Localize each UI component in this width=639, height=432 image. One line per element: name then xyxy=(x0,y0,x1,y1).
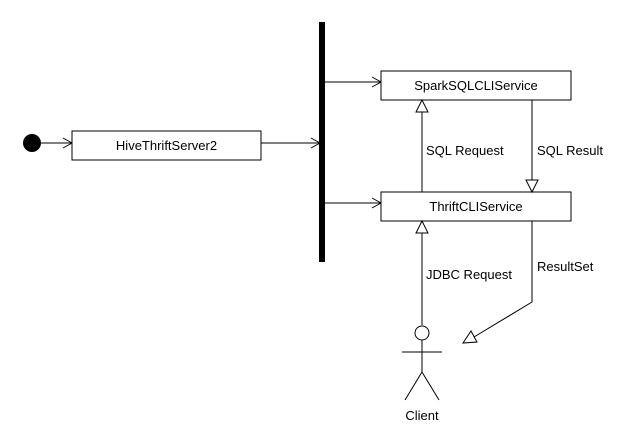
actor-client xyxy=(402,325,442,401)
node-hive-thrift-server2: HiveThriftServer2 xyxy=(71,130,262,161)
node-spark-sql-cli-service-label: SparkSQLCLIService xyxy=(414,78,538,93)
fork-bar xyxy=(319,22,325,262)
edge-fork-to-sparksql xyxy=(325,76,383,88)
edge-jdbc-request-label: JDBC Request xyxy=(426,267,512,282)
initial-node xyxy=(23,134,41,152)
edge-initial-to-hiveserver xyxy=(41,137,74,149)
edge-result-set xyxy=(462,221,533,344)
node-thrift-cli-service-label: ThriftCLIService xyxy=(429,199,522,214)
node-thrift-cli-service: ThriftCLIService xyxy=(380,191,572,222)
edge-result-set-label: ResultSet xyxy=(537,259,594,274)
edge-sql-request-label: SQL Request xyxy=(426,143,504,158)
edge-fork-to-thriftcli xyxy=(325,197,383,209)
node-hive-thrift-server2-label: HiveThriftServer2 xyxy=(116,138,217,153)
edge-sql-result-label: SQL Result xyxy=(537,143,603,158)
edge-jdbc-request xyxy=(415,219,429,325)
node-spark-sql-cli-service: SparkSQLCLIService xyxy=(380,70,572,101)
edge-hiveserver-to-fork xyxy=(261,137,322,149)
actor-client-label: Client xyxy=(405,408,439,423)
edge-sql-result xyxy=(525,100,539,194)
actor-head xyxy=(414,325,430,341)
edge-sql-request xyxy=(415,98,429,192)
